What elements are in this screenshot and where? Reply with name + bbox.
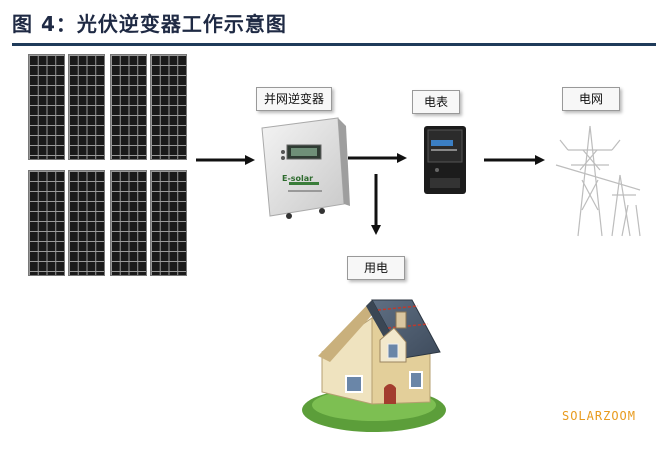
electric-meter-icon <box>424 126 466 194</box>
grid-label: 电网 <box>562 87 620 111</box>
inverter-logo: E-solar <box>282 174 313 183</box>
solarzoom-watermark: SOLARZOOM <box>561 409 636 423</box>
solar-panel <box>150 54 187 160</box>
figure-title: 图 4：光伏逆变器工作示意图 <box>12 12 287 36</box>
solar-panel <box>110 54 147 160</box>
inverter-icon <box>261 117 350 219</box>
solar-panel <box>68 170 105 276</box>
house-icon <box>302 299 446 432</box>
solar-panel <box>150 170 187 276</box>
solar-panel <box>28 170 65 276</box>
solar-panel <box>28 54 65 160</box>
solar-panel <box>110 170 147 276</box>
title-rule <box>12 43 656 46</box>
inverter-label: 并网逆变器 <box>256 87 332 111</box>
solar-panel <box>68 54 105 160</box>
load-label: 用电 <box>347 256 405 280</box>
meter-label: 电表 <box>412 90 460 114</box>
power-grid-tower-icon <box>555 125 641 237</box>
